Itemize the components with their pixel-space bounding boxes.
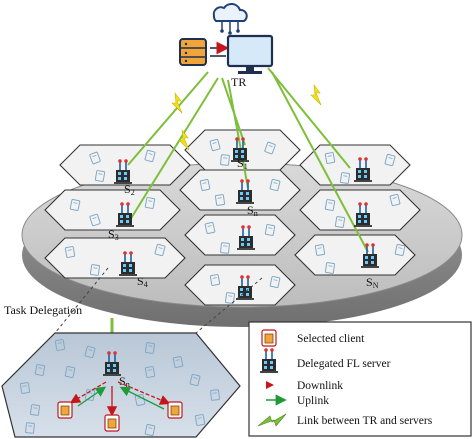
cloud-icon	[212, 3, 248, 35]
hex-cell	[44, 237, 186, 279]
legend: Selected client Delegated FL server Down…	[248, 321, 472, 437]
server-label-s4: S4	[137, 274, 148, 289]
legend-selected-client: Selected client	[297, 333, 365, 345]
legend-uplink: Uplink	[297, 395, 329, 407]
link-tr-sN	[271, 71, 369, 253]
zoom-server-label: Sn	[119, 374, 130, 389]
legend-downlink-icon	[266, 381, 274, 389]
hex-cell	[44, 189, 181, 231]
lightning-bolt-icon	[178, 129, 190, 151]
tr-server-links	[127, 67, 369, 253]
zoom-guide-line	[195, 277, 263, 334]
zoom-guide-line	[54, 267, 109, 334]
legend-link-tr-servers: Link between TR and servers	[297, 415, 433, 427]
server-label-sn: Sn	[247, 203, 258, 218]
uplink-arrow	[119, 386, 165, 410]
legend-box	[248, 321, 472, 437]
monitor-icon	[226, 34, 274, 74]
hex-cell	[294, 234, 416, 276]
database-icon	[179, 38, 207, 66]
uplink-arrow	[77, 386, 107, 407]
link-tr-sn	[227, 79, 249, 189]
task-delegation-zoom: Task Delegation Sn	[1, 267, 263, 438]
transfer-arrows-icon	[210, 41, 230, 57]
downlink-arrow	[69, 381, 107, 404]
legend-link-icon	[257, 413, 287, 427]
tr-label: TR	[231, 75, 246, 89]
task-delegation-label: Task Delegation	[4, 303, 82, 317]
link-tr-s3	[129, 77, 219, 221]
legend-downlink: Downlink	[297, 380, 343, 392]
selected-client-icon	[57, 401, 73, 419]
lightning-bolt-icon	[310, 84, 322, 106]
server-labels: S1 S2 S3 S4 Sn SN	[108, 156, 379, 290]
zoom-links	[69, 381, 171, 417]
server-label-s1: S1	[237, 156, 248, 171]
legend-delegated-server: Delegated FL server	[297, 358, 391, 370]
legend-selected-client-icon	[261, 329, 277, 347]
server-label-s2: S2	[124, 182, 135, 197]
selected-client-icon	[167, 401, 183, 419]
server-label-sN: SN	[366, 275, 379, 290]
hex-cell	[299, 144, 411, 186]
link-tr-s2	[127, 71, 209, 166]
selected-client-icon	[104, 414, 120, 432]
training-requester: TR	[179, 3, 274, 89]
link-tr-s-right	[267, 67, 351, 169]
downlink-arrow	[117, 381, 171, 405]
server-label-s3: S3	[108, 227, 119, 242]
selected-clients	[57, 401, 183, 432]
